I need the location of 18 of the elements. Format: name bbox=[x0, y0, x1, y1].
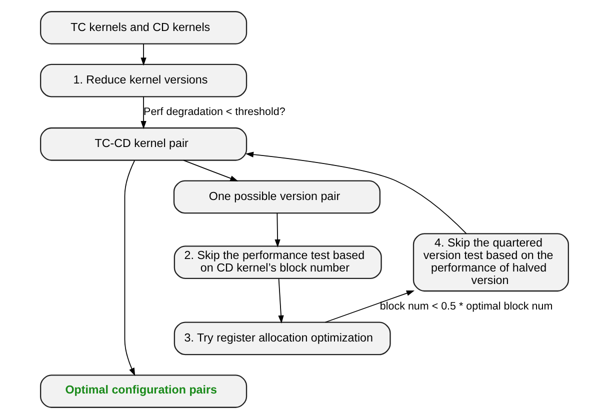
node-box: 2. Skip the performance test based on CD kernel’s block number bbox=[174, 246, 382, 280]
node-box: Optimal configuration pairs bbox=[40, 374, 248, 408]
node-box: One possible version pair bbox=[173, 180, 381, 214]
arrow bbox=[245, 152, 467, 234]
node-box: 1. Reduce kernel versions bbox=[40, 64, 248, 98]
arrow bbox=[324, 290, 415, 323]
node-box: 4. Skip the quartered version test based on the performance of halved version bbox=[412, 233, 569, 292]
node-box: 3. Try register allocation optimization bbox=[174, 322, 391, 356]
arrow bbox=[274, 212, 280, 248]
node-box: TC kernels and CD kernels bbox=[40, 11, 248, 44]
node-box: TC-CD kernel pair bbox=[40, 127, 248, 161]
arrow bbox=[278, 278, 284, 324]
edge-label: block num < 0.5 * optimal block num bbox=[380, 300, 553, 312]
arrow bbox=[124, 160, 136, 376]
arrow bbox=[140, 44, 146, 66]
arrow bbox=[140, 96, 146, 130]
edge-label: Perf degradation < threshold? bbox=[144, 106, 286, 118]
arrow bbox=[183, 160, 238, 182]
